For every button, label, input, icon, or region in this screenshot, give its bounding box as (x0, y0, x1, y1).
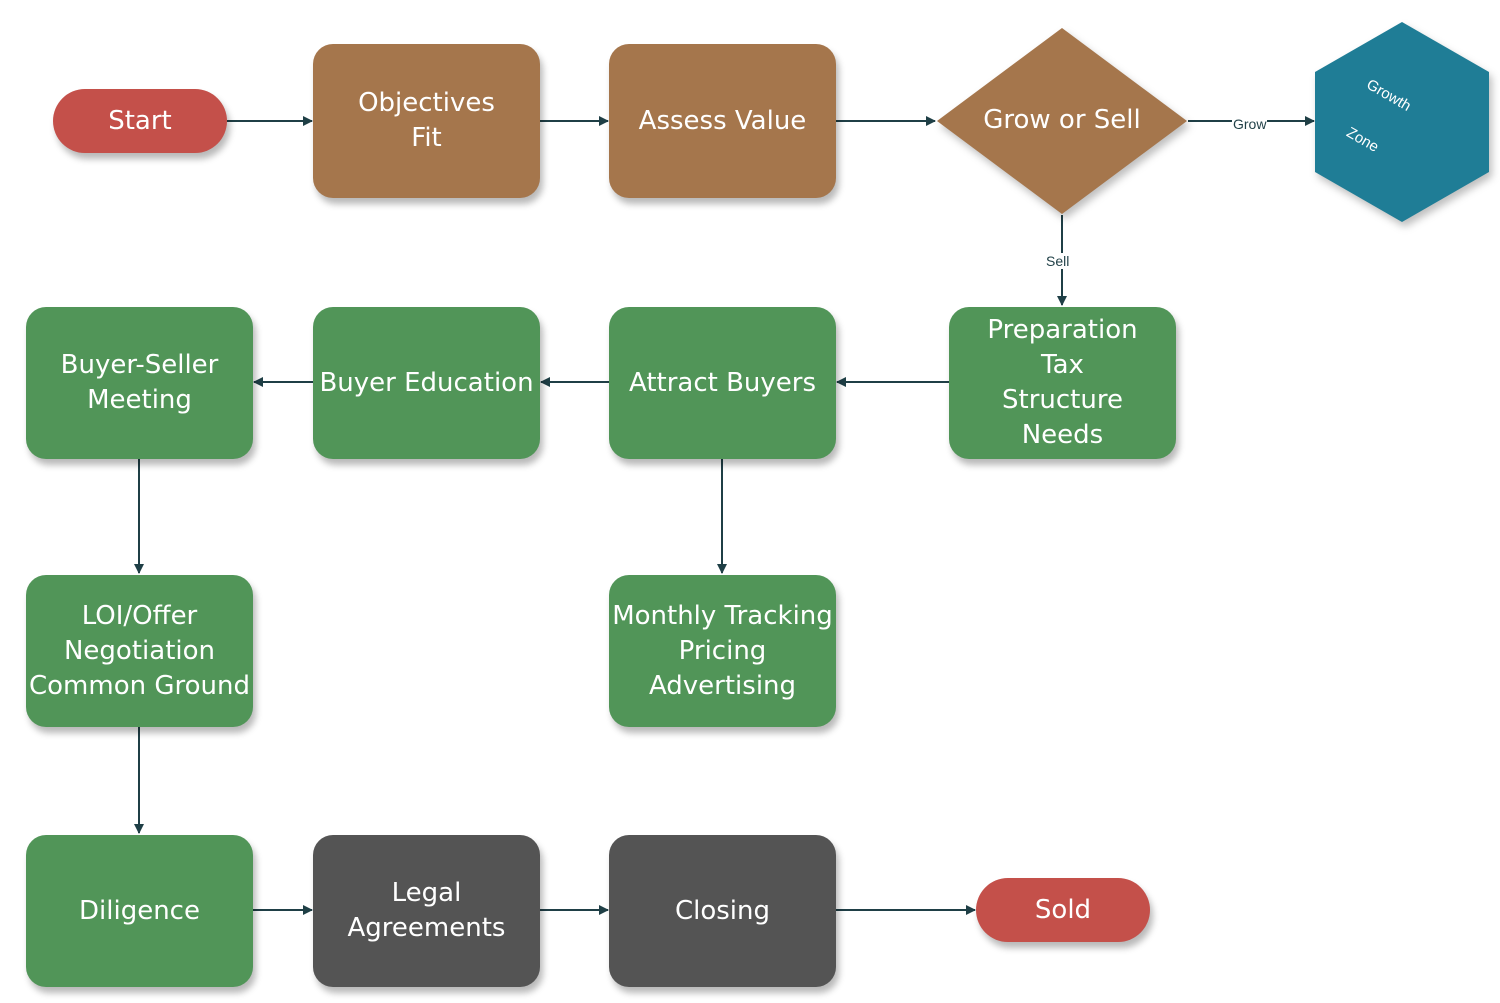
monthly-tracking-node[interactable]: Monthly Tracking Pricing Advertising (609, 575, 836, 727)
hexagon-shape (1315, 22, 1489, 222)
growth-zone-node[interactable]: Growth Zone (1314, 20, 1490, 224)
sold-node[interactable]: Sold (976, 878, 1150, 942)
buyer-seller-meeting-node[interactable]: Buyer-Seller Meeting (26, 307, 253, 459)
start-node[interactable]: Start (53, 89, 227, 153)
grow-or-sell-decision[interactable]: Grow or Sell (936, 26, 1188, 216)
buyer-education-node[interactable]: Buyer Education (313, 307, 540, 459)
diamond-shape (937, 28, 1187, 214)
objectives-fit-node[interactable]: Objectives Fit (313, 44, 540, 198)
edge-label-sell: Sell (1045, 253, 1071, 269)
grow-or-sell-label: Grow or Sell (983, 105, 1141, 135)
diligence-node[interactable]: Diligence (26, 835, 253, 987)
attract-buyers-node[interactable]: Attract Buyers (609, 307, 836, 459)
edge-label-grow: Grow (1232, 116, 1268, 132)
closing-node[interactable]: Closing (609, 835, 836, 987)
preparation-node[interactable]: Preparation Tax Structure Needs (949, 307, 1176, 459)
legal-agreements-node[interactable]: Legal Agreements (313, 835, 540, 987)
assess-value-node[interactable]: Assess Value (609, 44, 836, 198)
loi-offer-node[interactable]: LOI/Offer Negotiation Common Ground (26, 575, 253, 727)
